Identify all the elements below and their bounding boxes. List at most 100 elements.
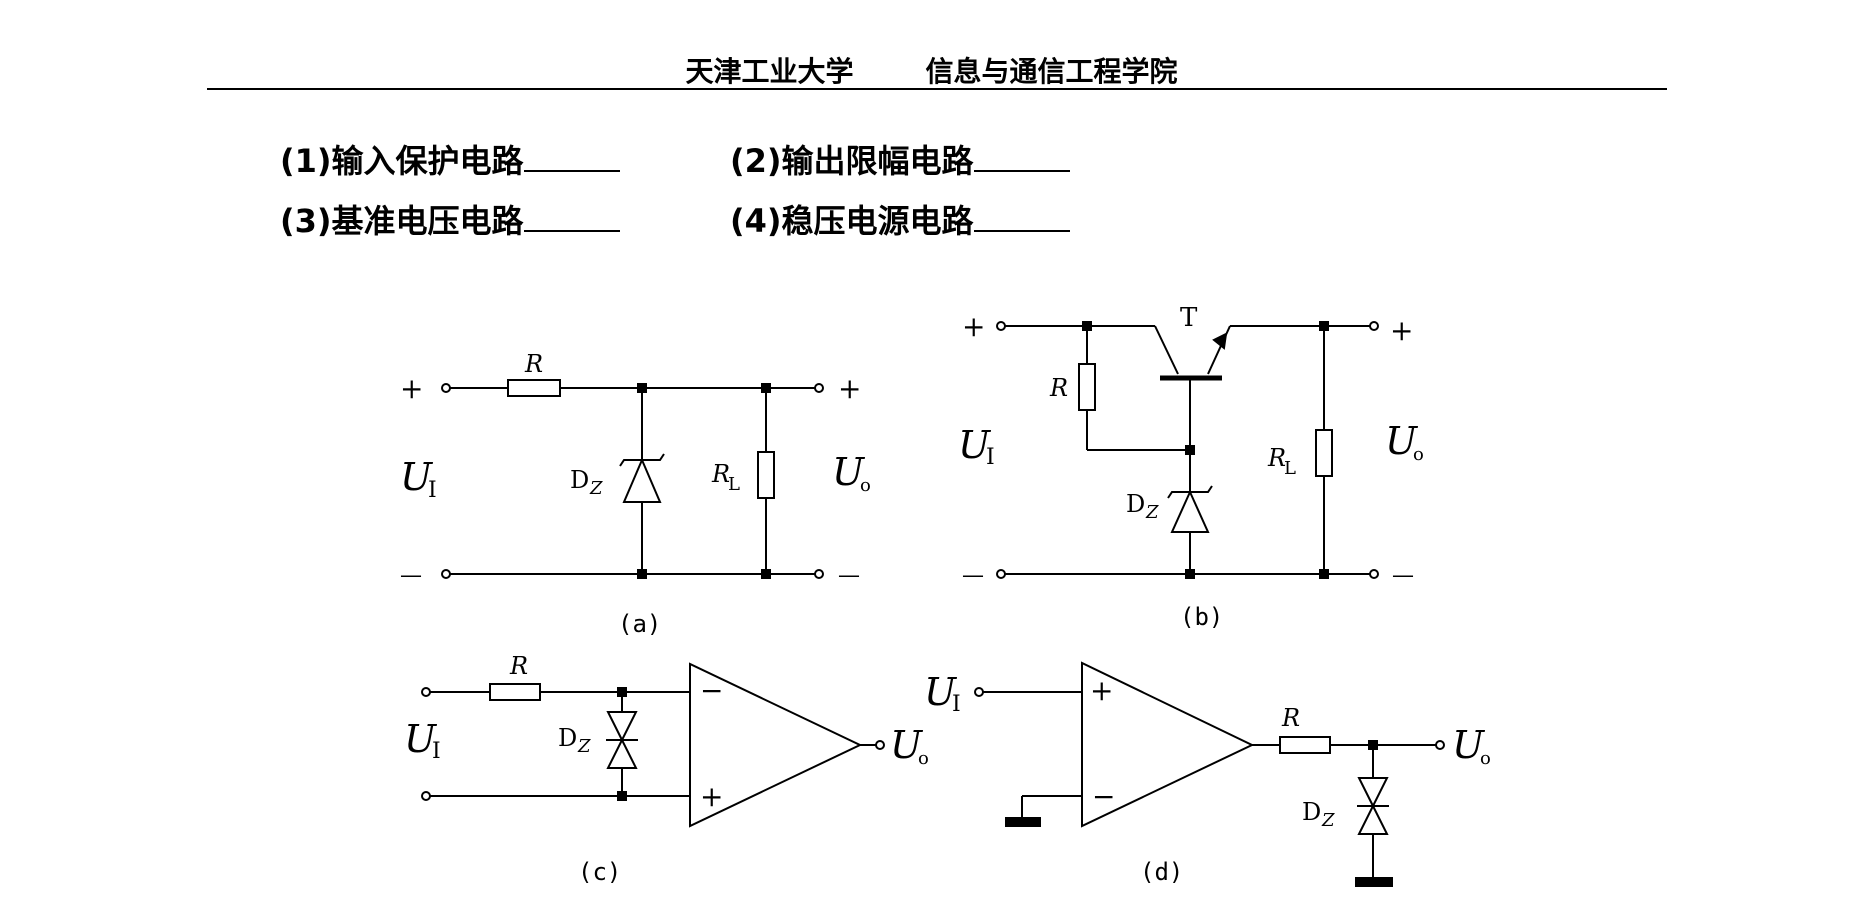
diode-label: D [570, 466, 589, 494]
output-terminal[interactable] [1369, 569, 1379, 579]
input-voltage-label: U [400, 455, 434, 499]
resistor-label: R [1049, 374, 1068, 402]
resistor-r [1279, 736, 1331, 754]
minus-sign: — [962, 563, 984, 588]
emitter-arrow [1212, 332, 1228, 350]
output-terminal[interactable] [875, 740, 885, 750]
transistor-label: T [1180, 303, 1198, 333]
op-plus-sign: + [1090, 674, 1113, 707]
question-4: (4)稳压电源电路 [730, 196, 1070, 242]
input-voltage-sub: I [952, 692, 961, 717]
op-minus-sign: − [700, 674, 723, 707]
junction-dot [1082, 321, 1092, 331]
zener-diode [1170, 489, 1210, 533]
page-header: 天津工业大学 信息与通信工程学院 [0, 50, 1863, 90]
minus-sign: — [838, 563, 860, 588]
question-label: (4)稳压电源电路 [730, 202, 974, 240]
input-voltage-label: U [404, 717, 438, 761]
plus-sign: + [838, 372, 861, 405]
load-label: R [711, 460, 730, 488]
caption-a: (a) [618, 610, 661, 638]
output-voltage-sub: o [918, 748, 929, 769]
junction-dot [637, 569, 647, 579]
load-sub: L [1284, 458, 1296, 479]
junction-dot [1185, 445, 1195, 455]
input-terminal[interactable] [421, 791, 431, 801]
junction-dot [1185, 569, 1195, 579]
circuit-c [421, 662, 885, 828]
zener-diode [606, 711, 638, 743]
caption-c: (c) [578, 858, 621, 886]
caption-d: (d) [1140, 858, 1183, 886]
question-label: (1)输入保护电路 [280, 142, 524, 180]
input-terminal[interactable] [441, 569, 451, 579]
junction-dot [1319, 569, 1329, 579]
diode-sub: Z [589, 478, 603, 499]
input-terminal[interactable] [996, 569, 1006, 579]
output-voltage-label: U [1385, 419, 1419, 463]
load-resistor [1315, 429, 1333, 477]
output-voltage-sub: o [1413, 444, 1424, 465]
load-label: R [1267, 444, 1286, 472]
output-terminal[interactable] [814, 383, 824, 393]
output-voltage-label: U [1452, 723, 1486, 767]
output-terminal[interactable] [814, 569, 824, 579]
output-terminal[interactable] [1435, 740, 1445, 750]
input-terminal[interactable] [996, 321, 1006, 331]
plus-sign: + [1390, 314, 1413, 347]
input-terminal[interactable] [421, 687, 431, 697]
junction-dot [617, 687, 627, 697]
diode-label: D [1126, 490, 1145, 518]
answer-blank[interactable] [973, 200, 1070, 232]
input-voltage-sub: I [428, 478, 437, 503]
input-terminal[interactable] [441, 383, 451, 393]
zener-diode [622, 457, 662, 503]
output-voltage-sub: o [1480, 748, 1491, 769]
question-2: (2)输出限幅电路 [730, 136, 1070, 182]
resistor-r [507, 379, 561, 397]
op-plus-sign: + [700, 780, 723, 813]
circuit-a [441, 379, 824, 579]
resistor-label: R [1281, 704, 1300, 732]
circuit-d [974, 661, 1445, 887]
university-name: 天津工业大学 [685, 55, 854, 88]
minus-sign: — [400, 563, 422, 588]
diode-sub: Z [1145, 502, 1159, 523]
op-minus-sign: − [1092, 780, 1115, 813]
op-amp [1081, 661, 1255, 828]
op-amp [689, 662, 863, 828]
load-resistor [757, 451, 775, 499]
answer-blank[interactable] [523, 140, 620, 172]
diode-sub: Z [577, 736, 591, 757]
question-3: (3)基准电压电路 [280, 196, 620, 242]
resistor-label: R [509, 652, 528, 680]
minus-sign: — [1392, 563, 1414, 588]
input-voltage-sub: I [432, 739, 441, 764]
plus-sign: + [962, 310, 985, 343]
diode-sub: Z [1321, 810, 1335, 831]
load-sub: L [728, 474, 740, 495]
answer-blank[interactable] [973, 140, 1070, 172]
input-voltage-sub: I [986, 445, 995, 470]
caption-b: (b) [1180, 603, 1223, 631]
output-terminal[interactable] [1369, 321, 1379, 331]
junction-dot [617, 791, 627, 801]
junction-dot [1319, 321, 1329, 331]
ground-symbol [1355, 877, 1393, 887]
answer-blank[interactable] [523, 200, 620, 232]
question-label: (2)输出限幅电路 [730, 142, 974, 180]
diode-label: D [558, 724, 577, 752]
question-label: (3)基准电压电路 [280, 202, 524, 240]
input-voltage-label: U [958, 423, 992, 467]
circuit-b [996, 321, 1379, 579]
input-terminal[interactable] [974, 687, 984, 697]
diode-label: D [1302, 798, 1321, 826]
output-voltage-label: U [832, 450, 866, 494]
output-voltage-label: U [890, 723, 924, 767]
resistor-label: R [524, 350, 543, 378]
plus-sign: + [400, 372, 423, 405]
school-name: 信息与通信工程学院 [925, 55, 1178, 88]
junction-dot [637, 383, 647, 393]
ground-symbol [1005, 817, 1041, 827]
